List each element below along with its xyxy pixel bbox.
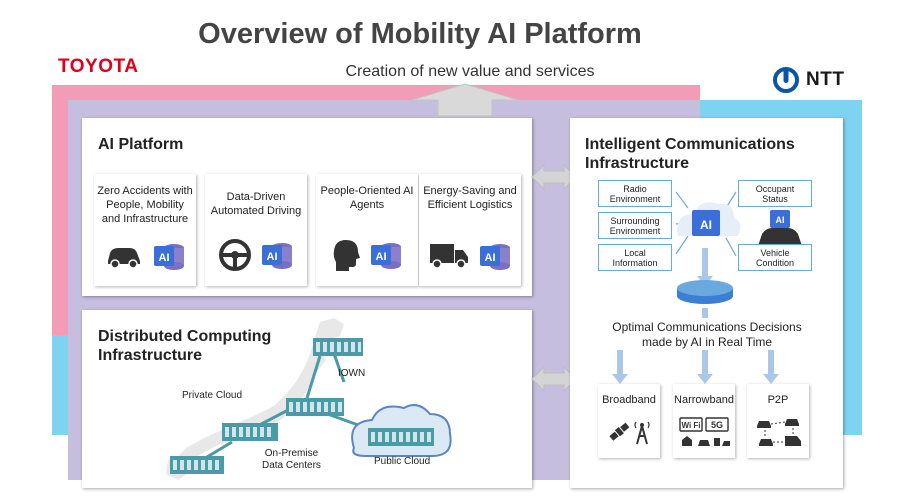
car-icon (108, 248, 140, 269)
ai-database-icon: AI (371, 243, 401, 269)
svg-text:AI: AI (376, 251, 387, 263)
page-title: Overview of Mobility AI Platform (198, 18, 642, 50)
use-case-label: People-Oriented AI Agents (320, 185, 414, 211)
ntt-mark-icon (773, 67, 799, 93)
public-cloud-label: Public Cloud (374, 456, 431, 467)
decision-caption: Optimal Communications Decisions made by… (612, 320, 802, 349)
use-case-label: Zero Accidents with People, Mobility and… (97, 185, 193, 225)
server-rack-on-premise-2 (170, 456, 224, 479)
svg-text:AI: AI (159, 252, 170, 264)
on-premise-label: On-Premise Data Centers (262, 448, 321, 471)
ntt-logo: NTT (772, 66, 844, 94)
up-arrow-icon (411, 83, 519, 117)
toyota-logo: TOYOTA (58, 56, 139, 77)
private-cloud-label: Private Cloud (182, 390, 243, 401)
ai-database-icon: AI (262, 243, 292, 269)
svg-text:AI: AI (776, 215, 785, 225)
network-label: Narrowband (674, 394, 734, 406)
server-rack-iown (313, 338, 363, 361)
svg-text:AI: AI (485, 252, 496, 264)
server-rack-private-cloud (286, 398, 344, 421)
use-case-label: Data-Driven Automated Driving (210, 191, 302, 217)
ntt-logo-text: NTT (806, 69, 845, 90)
use-case-card-logistics: Energy-Saving and Efficient Logistics AI (419, 174, 521, 286)
truck-icon (430, 244, 468, 269)
intelligent-comm-title: Intelligent Communications Infrastructur… (585, 136, 795, 172)
network-card-narrowband: Narrowband Wi Fi 5G (673, 384, 735, 458)
ai-platform-title: AI Platform (98, 136, 184, 153)
use-case-label: Energy-Saving and Efficient Logistics (423, 185, 517, 211)
svg-text:5G: 5G (711, 420, 723, 430)
wifi-5g-icon: Wi Fi 5G (679, 417, 730, 446)
distributed-computing-panel: Distributed Computing Infrastructure Pri… (82, 310, 532, 488)
network-label: Broadband (602, 394, 656, 406)
person-head-icon (333, 240, 360, 271)
ai-platform-panel: AI Platform Zero Accidents with People, … (82, 118, 532, 296)
svg-text:AI: AI (267, 251, 278, 263)
subtitle: Creation of new value and services (345, 63, 595, 80)
vehicle-to-vehicle-icon (757, 419, 801, 446)
network-card-p2p: P2P (747, 384, 809, 458)
server-rack-public-cloud (368, 428, 434, 451)
server-rack-on-premise (222, 423, 278, 446)
steering-wheel-icon (219, 239, 251, 271)
svg-text:Wi Fi: Wi Fi (681, 421, 700, 430)
use-case-card-automated-driving: Data-Driven Automated Driving AI (205, 174, 307, 286)
satellite-antenna-icon (609, 421, 650, 445)
distributed-computing-title: Distributed Computing Infrastructure (98, 328, 272, 364)
ai-database-icon: AI (154, 244, 184, 270)
use-case-card-zero-accidents: Zero Accidents with People, Mobility and… (94, 174, 196, 286)
use-case-card-ai-agents: People-Oriented AI Agents AI (316, 174, 418, 286)
svg-text:AI: AI (700, 218, 712, 232)
iown-label: IOWN (338, 368, 366, 379)
ai-database-icon: AI (480, 244, 510, 270)
network-label: P2P (767, 394, 789, 406)
network-card-broadband: Broadband (598, 384, 660, 458)
